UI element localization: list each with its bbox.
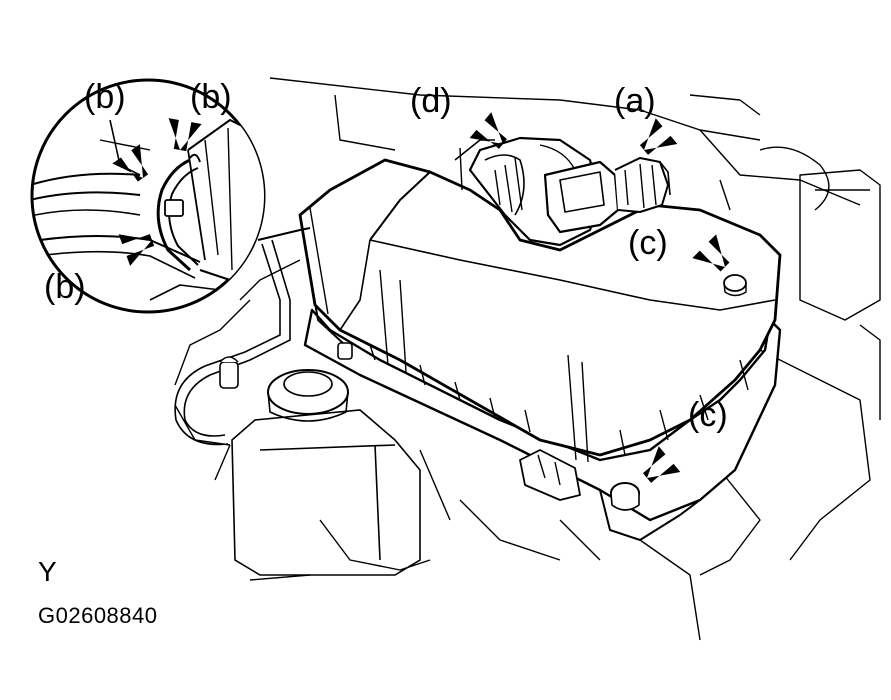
background-engine-bay [174, 77, 881, 641]
pointer-arrow-icon [168, 118, 202, 152]
reservoir-tank [231, 369, 421, 576]
pointer-arrows [112, 112, 730, 483]
pointer-arrow-icon [112, 144, 149, 182]
callout-b-bottom-label: (b) [44, 268, 86, 306]
callout-d-label: (d) [410, 82, 452, 120]
callout-b-top-left-label: (b) [84, 78, 126, 116]
callout-a-label: (a) [614, 82, 656, 120]
callout-b-top-right-label: (b) [190, 78, 232, 116]
pointer-arrow-icon [118, 234, 155, 266]
pointer-arrow-icon [469, 112, 508, 149]
air-cleaner-box [298, 158, 782, 541]
view-mark: Y [38, 556, 57, 587]
detail-inset [30, 78, 311, 314]
callout-c-upper-label: (c) [628, 224, 668, 262]
callout-c-lower-label: (c) [688, 396, 728, 434]
pointer-arrow-icon [642, 446, 681, 483]
vacuum-hose [174, 239, 291, 446]
pointer-arrow-icon [692, 234, 730, 272]
air-flow-meter [543, 157, 671, 234]
pointer-arrow-icon [639, 118, 678, 155]
figure-code: G02608840 [38, 603, 158, 628]
